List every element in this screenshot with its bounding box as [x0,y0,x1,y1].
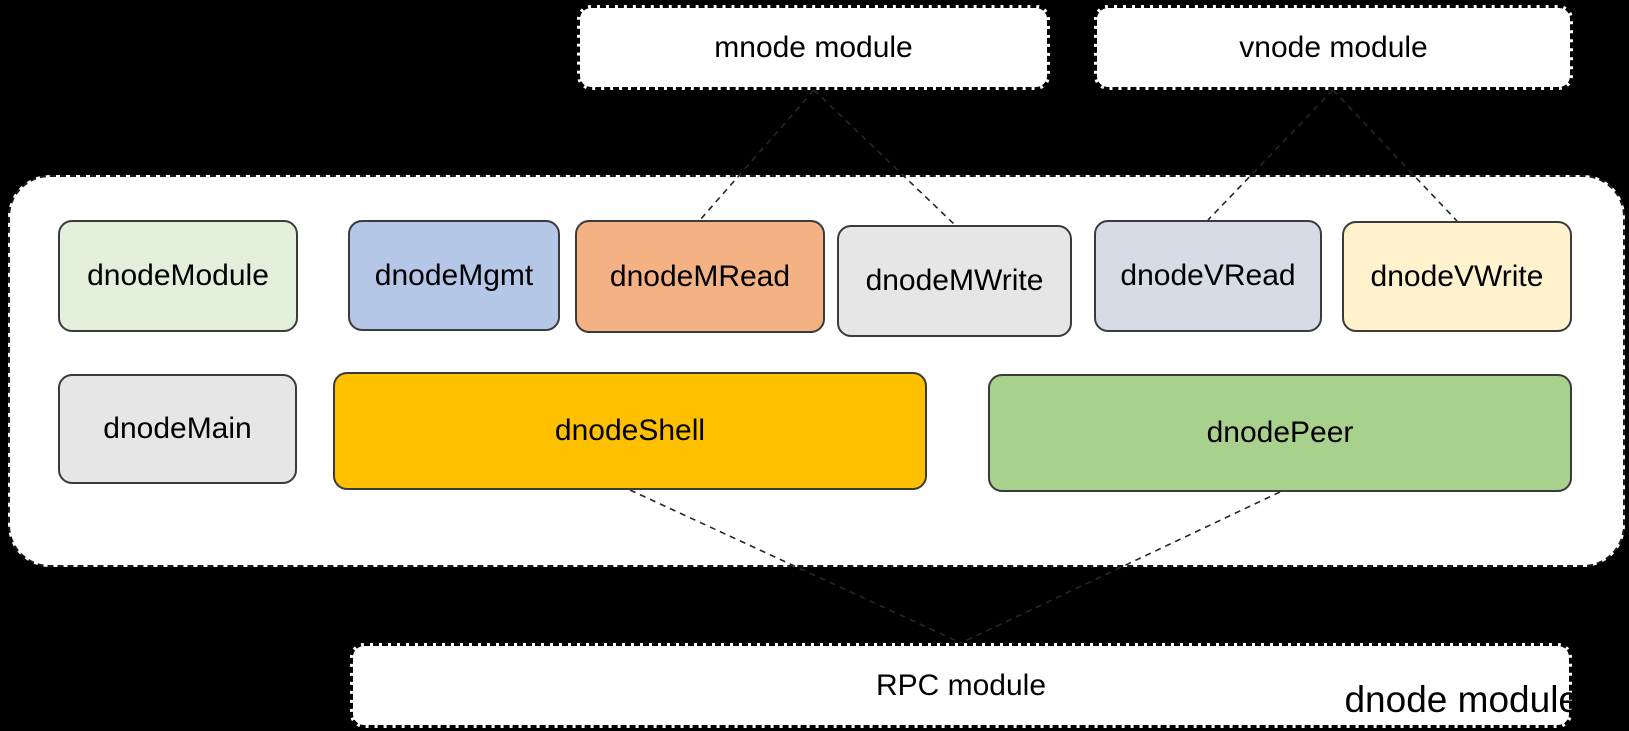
component-label: dnodeVRead [1120,259,1296,292]
component-label: dnodeMWrite [865,264,1044,297]
component-label: dnodeMRead [609,259,791,293]
component-label: dnodeModule [87,259,269,292]
component-dnodeMWrite: dnodeMWrite [837,225,1072,337]
component-dnodeVRead: dnodeVRead [1094,220,1322,332]
dnode-module-label: dnode module [1344,679,1579,720]
rpc-module-label: RPC module [875,668,1047,702]
component-label: dnodeMgmt [374,258,534,292]
vnode-module-label: vnode module [1239,30,1428,64]
rpc-module-box: RPC module [350,643,1572,728]
component-dnodeModule: dnodeModule [58,220,298,332]
component-label: dnodePeer [1206,416,1354,449]
component-dnodeShell: dnodeShell [333,372,927,490]
component-dnodeMain: dnodeMain [58,374,297,484]
component-dnodeMRead: dnodeMRead [575,220,825,333]
vnode-module-box: vnode module [1094,5,1573,90]
component-dnodePeer: dnodePeer [988,374,1572,492]
component-label: dnodeMain [103,412,252,445]
component-dnodeVWrite: dnodeVWrite [1342,221,1572,332]
mnode-module-label: mnode module [714,30,913,64]
component-dnodeMgmt: dnodeMgmt [348,220,560,331]
component-label: dnodeVWrite [1370,259,1544,293]
component-label: dnodeShell [554,414,706,447]
mnode-module-box: mnode module [577,5,1050,90]
